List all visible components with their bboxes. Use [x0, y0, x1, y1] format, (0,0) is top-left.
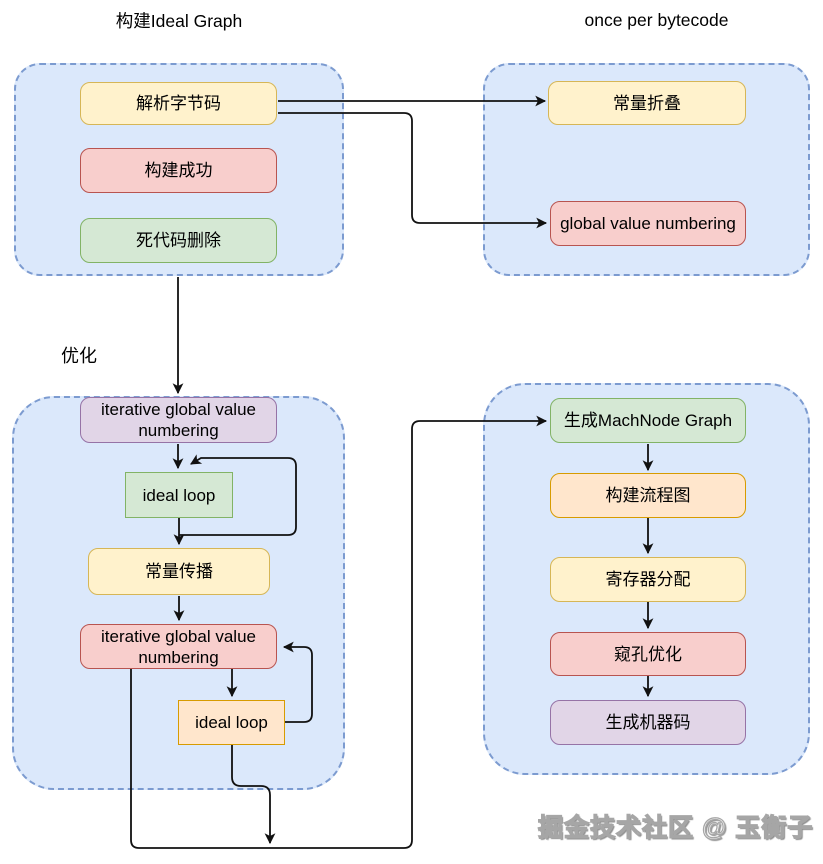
node-iterative-gvn-2: iterative global value numbering: [80, 624, 277, 669]
node-ideal-loop-1: ideal loop: [125, 472, 233, 518]
node-register-allocation: 寄存器分配: [550, 557, 746, 602]
label-optimize: 优化: [61, 346, 97, 366]
node-iterative-gvn-1: iterative global value numbering: [80, 397, 277, 443]
node-build-cfg: 构建流程图: [550, 473, 746, 518]
node-peephole-optimization: 窥孔优化: [550, 632, 746, 676]
node-dead-code-elimination: 死代码删除: [80, 218, 277, 263]
group-title-build-ideal-graph: 构建Ideal Graph: [115, 11, 243, 31]
node-constant-folding: 常量折叠: [548, 81, 746, 125]
node-build-success: 构建成功: [80, 148, 277, 193]
node-global-value-numbering: global value numbering: [550, 201, 746, 246]
watermark: 掘金技术社区 @ 玉衡子: [537, 813, 814, 842]
node-constant-propagation: 常量传播: [88, 548, 270, 595]
node-parse-bytecode: 解析字节码: [80, 82, 277, 125]
node-machine-code: 生成机器码: [550, 700, 746, 745]
node-ideal-loop-2: ideal loop: [178, 700, 285, 745]
node-machnode-graph: 生成MachNode Graph: [550, 398, 746, 443]
group-title-once-per-bytecode: once per bytecode: [584, 10, 729, 30]
